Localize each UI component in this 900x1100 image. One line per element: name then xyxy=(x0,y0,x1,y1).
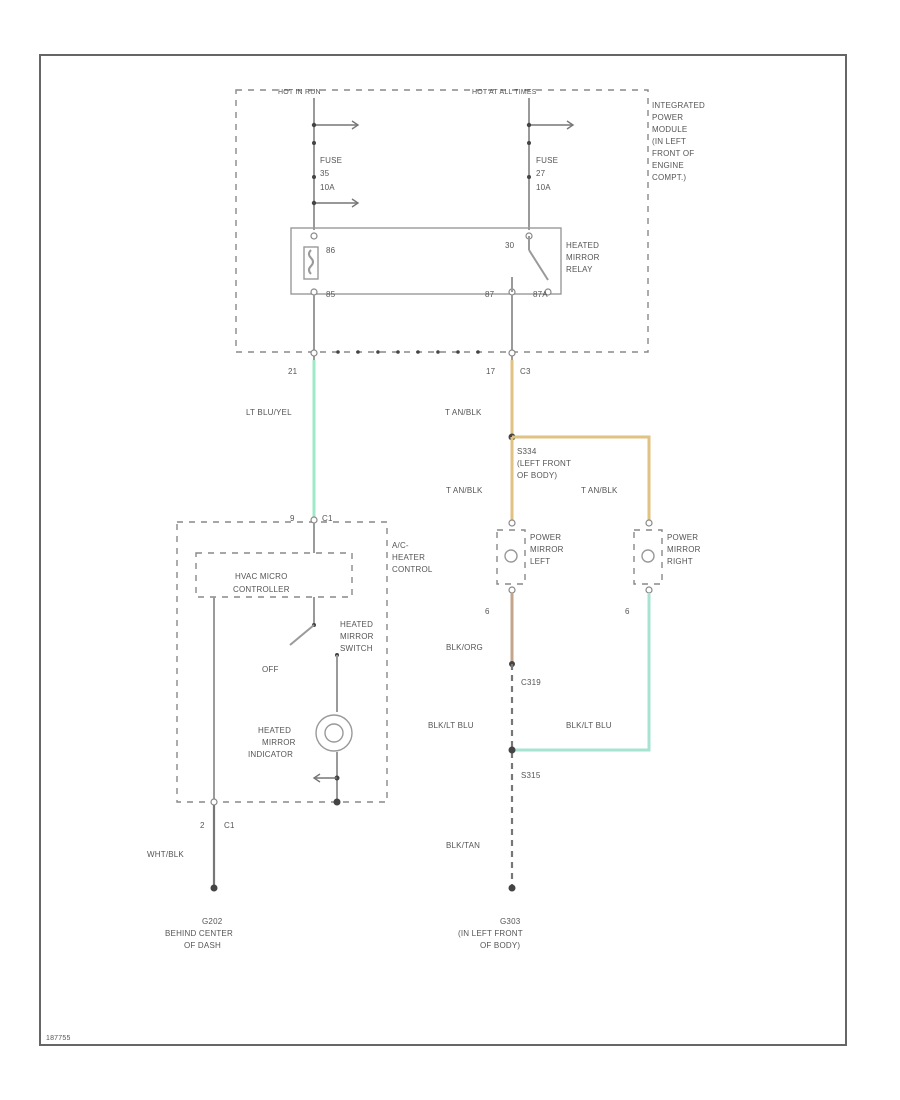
hvac-micro-controller xyxy=(195,552,353,598)
ground-g303-label: (IN LEFT FRONT xyxy=(458,929,523,938)
hvac-control-label: A/C- xyxy=(392,541,409,550)
mirror-right-label: POWER xyxy=(667,533,698,542)
wire-blk-tan-label: BLK/TAN xyxy=(446,841,480,850)
power-module-box xyxy=(235,89,649,353)
switch-off-label: OFF xyxy=(262,665,279,674)
connector-21: 21 xyxy=(288,367,298,376)
mirror-left-pin: 6 xyxy=(485,607,490,616)
relay-pin-87a: 87A xyxy=(533,290,548,299)
ground-g202-label: BEHIND CENTER xyxy=(165,929,233,938)
ground-g202-label: G202 xyxy=(202,917,223,926)
ground-g202 xyxy=(210,884,218,892)
module-label-line: INTEGRATED xyxy=(652,101,705,110)
relay-name: MIRROR xyxy=(566,253,600,262)
wire-tan-blk-label: T AN/BLK xyxy=(445,408,482,417)
mirror-right-label: RIGHT xyxy=(667,557,693,566)
relay-coil xyxy=(303,246,319,280)
hvac-control-box xyxy=(176,521,388,803)
connector-pin-2: 2 xyxy=(200,821,205,830)
wire-blk-lt-blu xyxy=(512,593,651,752)
module-label-line: (IN LEFT xyxy=(652,137,686,146)
hvac-connector: C1 xyxy=(322,514,333,523)
relay-pin-85: 85 xyxy=(326,290,336,299)
module-label-line: COMPT.) xyxy=(652,173,686,182)
indicator-label: HEATED xyxy=(258,726,291,735)
mirror-left-label: MIRROR xyxy=(530,545,564,554)
connector-17: 17 xyxy=(486,367,496,376)
fuse-35-rating: 10A xyxy=(320,183,335,192)
fuse-35-label: FUSE xyxy=(320,156,342,165)
fuse-27-rating: 10A xyxy=(536,183,551,192)
module-label: INTEGRATED POWER MODULE (IN LEFT FRONT O… xyxy=(652,101,705,182)
switch-name: SWITCH xyxy=(340,644,373,653)
module-label-line: MODULE xyxy=(652,125,687,134)
indicator-lamp xyxy=(315,714,353,752)
hot-in-run-label: HOT IN RUN xyxy=(278,89,321,96)
wire-wht-blk-label: WHT/BLK xyxy=(147,850,184,859)
switch-name: HEATED xyxy=(340,620,373,629)
fuse-35-number: 35 xyxy=(320,169,330,178)
connector-c1: C1 xyxy=(224,821,235,830)
mirror-right-label: MIRROR xyxy=(667,545,701,554)
splice-s315-label: S315 xyxy=(521,771,541,780)
wire-blk-org-label: BLK/ORG xyxy=(446,643,483,652)
relay-pin-30: 30 xyxy=(505,241,515,250)
right-fuse-branch: FUSE 27 10A xyxy=(526,98,575,230)
module-label-line: FRONT OF xyxy=(652,149,694,158)
power-mirror-left: POWER MIRROR LEFT 6 xyxy=(485,519,564,616)
hvac-micro-label: CONTROLLER xyxy=(233,585,290,594)
hot-at-all-times-label: HOT AT ALL TIMES xyxy=(472,89,537,96)
relay-name: RELAY xyxy=(566,265,593,274)
hvac-control-label: CONTROL xyxy=(392,565,433,574)
indicator-label: INDICATOR xyxy=(248,750,293,759)
splice-s334-label: OF BODY) xyxy=(517,471,557,480)
switch-name: MIRROR xyxy=(340,632,374,641)
power-mirror-right: POWER MIRROR RIGHT 6 xyxy=(625,519,701,616)
wire-blk-lt-blu-label-2: BLK/LT BLU xyxy=(566,721,612,730)
hvac-micro-label: HVAC MICRO xyxy=(235,572,288,581)
wire-tan-blk-label-2: T AN/BLK xyxy=(446,486,483,495)
wire-blk-lt-blu-label-1: BLK/LT BLU xyxy=(428,721,474,730)
relay-pin-86: 86 xyxy=(326,246,336,255)
fuse-27-number: 27 xyxy=(536,169,546,178)
corner-id: 187755 xyxy=(46,1035,71,1042)
relay-box xyxy=(290,227,562,295)
mirror-left-label: POWER xyxy=(530,533,561,542)
left-fuse-branch: FUSE 35 10A xyxy=(311,98,360,230)
wire-tan-blk-right xyxy=(512,435,651,520)
connector-c3: C3 xyxy=(520,367,531,376)
indicator-label: MIRROR xyxy=(262,738,296,747)
fuse-27-label: FUSE xyxy=(536,156,558,165)
module-label-line: POWER xyxy=(652,113,683,122)
relay-pin-87: 87 xyxy=(485,290,495,299)
hvac-connector-pin: 9 xyxy=(290,514,295,523)
ground-g303 xyxy=(508,884,516,892)
ground-g303-label: G303 xyxy=(500,917,521,926)
splice-s315 xyxy=(508,746,516,754)
diagram-frame xyxy=(39,54,847,1046)
wire-lt-blu-yel-label: LT BLU/YEL xyxy=(246,408,292,417)
wire-tan-blk-label-3: T AN/BLK xyxy=(581,486,618,495)
splice-s334-label: (LEFT FRONT xyxy=(517,459,571,468)
ground-g202-label: OF DASH xyxy=(184,941,221,950)
mirror-right-pin: 6 xyxy=(625,607,630,616)
splice-s334-label: S334 xyxy=(517,447,537,456)
module-bottom-pins xyxy=(336,350,480,354)
hvac-control-label: HEATER xyxy=(392,553,425,562)
module-label-line: ENGINE xyxy=(652,161,684,170)
relay-name: HEATED xyxy=(566,241,599,250)
connector-c319: C319 xyxy=(521,678,541,687)
ground-g303-label: OF BODY) xyxy=(480,941,520,950)
heated-mirror-relay: 86 30 85 87 87A HEATED MIRROR RELAY xyxy=(290,227,600,299)
mirror-left-label: LEFT xyxy=(530,557,550,566)
